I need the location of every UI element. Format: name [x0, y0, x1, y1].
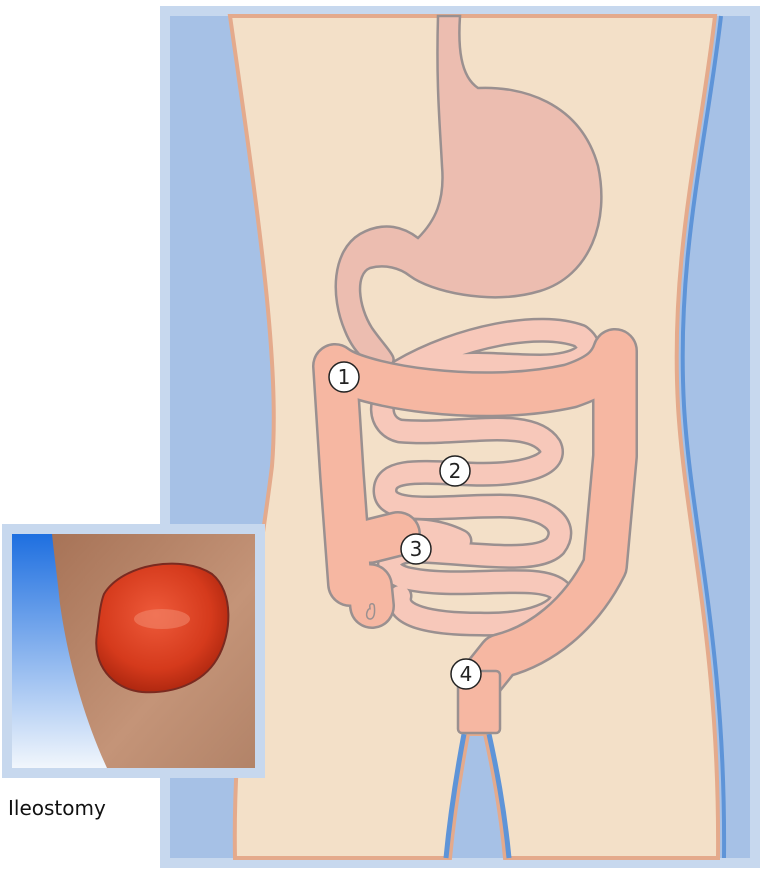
marker-3-label: 3	[410, 537, 423, 561]
marker-3: 3	[401, 534, 431, 564]
ileostomy-photo	[12, 534, 255, 768]
stoma-icon	[12, 534, 255, 768]
marker-4-label: 4	[460, 662, 473, 686]
marker-4: 4	[451, 659, 481, 689]
marker-2-label: 2	[449, 459, 462, 483]
marker-2: 2	[440, 456, 470, 486]
marker-1-label: 1	[338, 365, 351, 389]
marker-1: 1	[329, 362, 359, 392]
photo-caption: Ileostomy	[8, 796, 106, 820]
ileostomy-photo-frame	[2, 524, 265, 778]
